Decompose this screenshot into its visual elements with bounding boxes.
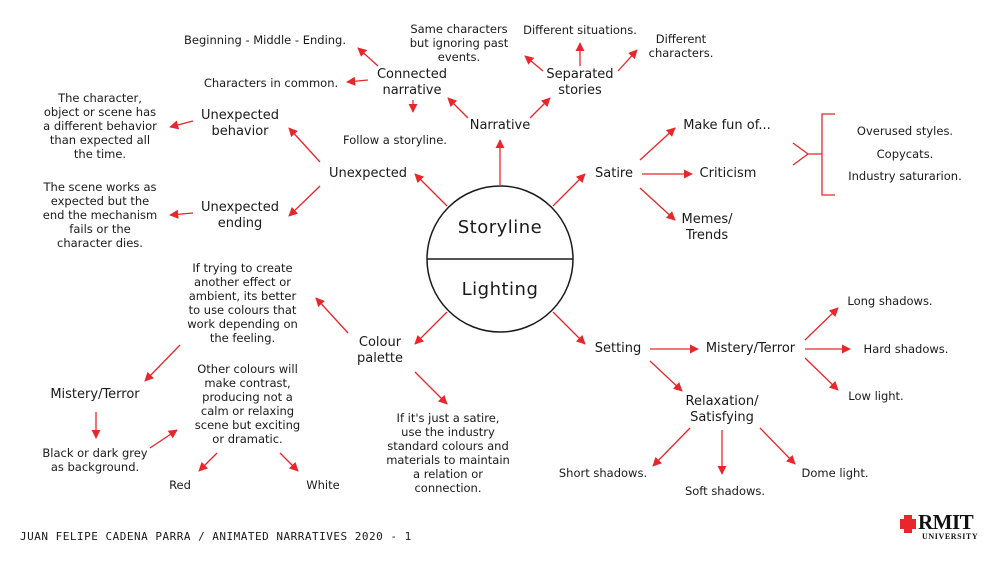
arrow-center-colour xyxy=(414,311,448,345)
center-storyline: Storyline xyxy=(457,217,543,238)
note-black-background: Black or dark grey as background. xyxy=(42,446,148,474)
arrow-relax-dome xyxy=(759,427,796,465)
node-mistery-terror-right: Mistery/Terror xyxy=(705,341,796,356)
arrow-narrative-connected xyxy=(447,97,469,119)
note-industry-saturation: Industry saturarion. xyxy=(848,169,962,183)
arrow-mistery-low xyxy=(804,357,839,391)
note-different-characters: Different characters. xyxy=(648,32,714,60)
arrow-unexpected-ending xyxy=(288,185,321,217)
node-setting: Setting xyxy=(594,341,642,356)
arrow-center-setting xyxy=(552,311,586,345)
node-memes-trends: Memes/ Trends xyxy=(681,212,733,243)
note-different-situations: Different situations. xyxy=(523,23,637,37)
arrow-colour-satire xyxy=(414,371,448,405)
arrow-satire-memes xyxy=(639,187,676,221)
node-unexpected-ending: Unexpected ending xyxy=(201,200,279,231)
bracket-fork xyxy=(792,142,809,166)
node-narrative: Narrative xyxy=(469,118,531,133)
arrow-center-satire xyxy=(552,173,586,207)
arrow-mistery-left xyxy=(144,344,181,382)
node-connected-narrative: Connected narrative xyxy=(376,67,447,98)
note-soft-shadows: Soft shadows. xyxy=(684,484,766,498)
arrow-unexpected-behavior xyxy=(288,127,321,163)
node-unexpected-behavior: Unexpected behavior xyxy=(201,108,279,139)
arrow-separated-characters xyxy=(617,49,638,72)
note-long-shadows: Long shadows. xyxy=(847,294,933,308)
note-colour-top: If trying to create another effect or am… xyxy=(187,261,298,345)
arrow-connected-beginning xyxy=(357,47,379,67)
note-behavior: The character, object or scene has a dif… xyxy=(43,91,157,161)
arrow-separated-same xyxy=(524,55,544,72)
arrow-behavior-note xyxy=(169,120,194,130)
note-contrast: Other colours will make contrast, produc… xyxy=(194,362,301,446)
node-satire: Satire xyxy=(595,166,633,181)
arrow-mistery-long xyxy=(804,307,839,341)
note-satire-colours: If it's just a satire, use the industry … xyxy=(386,411,510,495)
note-short-shadows: Short shadows. xyxy=(558,466,648,480)
note-same-characters: Same characters but ignoring past events… xyxy=(409,22,509,64)
note-follow-storyline: Follow a storyline. xyxy=(343,133,447,147)
node-separated-stories: Separated stories xyxy=(546,67,614,98)
arrow-relax-short xyxy=(652,427,691,467)
arrow-center-unexpected xyxy=(414,173,448,207)
node-unexpected: Unexpected xyxy=(329,166,407,181)
note-beginning-middle-ending: Beginning - Middle - Ending. xyxy=(183,33,347,47)
node-colour-palette: Colour palette xyxy=(356,335,404,366)
node-criticism: Criticism xyxy=(699,166,757,181)
node-make-fun-of: Make fun of... xyxy=(683,118,771,133)
bracket xyxy=(808,113,835,196)
note-hard-shadows: Hard shadows. xyxy=(863,342,949,356)
rmit-pixel-icon xyxy=(900,515,916,533)
arrow-contrast-red xyxy=(198,452,218,472)
note-overused-styles: Overused styles. xyxy=(856,124,954,138)
node-mistery-terror-left: Mistery/Terror xyxy=(50,387,140,402)
logo-wordmark: RMIT xyxy=(918,510,974,534)
node-relaxation: Relaxation/ Satisfying xyxy=(685,394,759,425)
arrow-colour-note xyxy=(315,297,349,334)
rmit-logo: RMIT UNIVERSITY xyxy=(900,511,990,543)
footer-credit: JUAN FELIPE CADENA PARRA / ANIMATED NARR… xyxy=(20,530,412,543)
note-dome-light: Dome light. xyxy=(801,466,869,480)
center-lighting: Lighting xyxy=(461,279,539,300)
arrow-satire-makefun xyxy=(639,127,676,161)
arrow-black-contrast xyxy=(149,429,178,449)
logo-subtitle: UNIVERSITY xyxy=(922,532,979,541)
note-low-light: Low light. xyxy=(848,389,904,403)
note-red: Red xyxy=(169,478,191,492)
arrow-connected-characters xyxy=(346,76,369,86)
note-ending: The scene works as expected but the end … xyxy=(42,180,158,250)
note-characters-in-common: Characters in common. xyxy=(203,76,339,90)
note-white: White xyxy=(306,478,340,492)
note-copycats: Copycats. xyxy=(876,147,934,161)
arrow-setting-relaxation xyxy=(649,360,683,392)
arrow-narrative-separated xyxy=(529,97,551,119)
arrow-contrast-white xyxy=(279,452,299,472)
arrow-ending-note xyxy=(169,209,194,219)
